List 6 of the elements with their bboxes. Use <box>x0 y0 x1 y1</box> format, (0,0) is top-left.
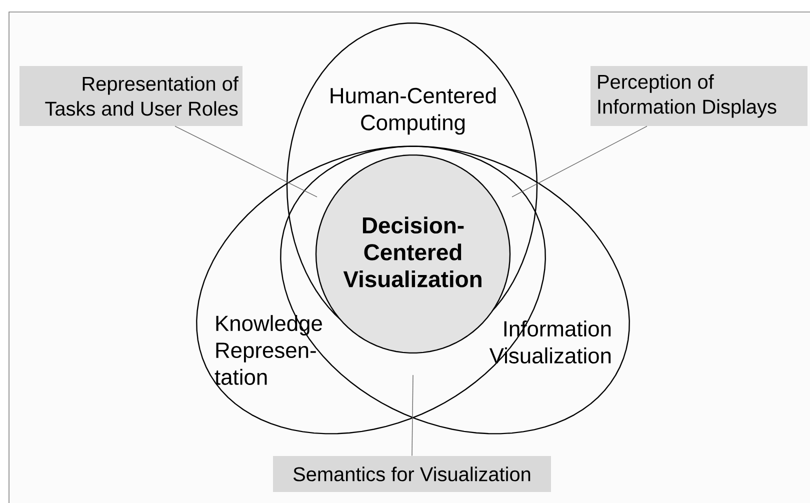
label-box: Semantics for Visualization <box>273 456 551 492</box>
label-box: Representation of Tasks and User Roles <box>20 66 242 126</box>
leader-line <box>412 374 414 456</box>
region-label: Decision-Centered Visualization <box>343 216 482 288</box>
label-box: Perception of Information Displays <box>590 66 808 126</box>
region-label: Human-Centered Computing <box>330 87 496 135</box>
